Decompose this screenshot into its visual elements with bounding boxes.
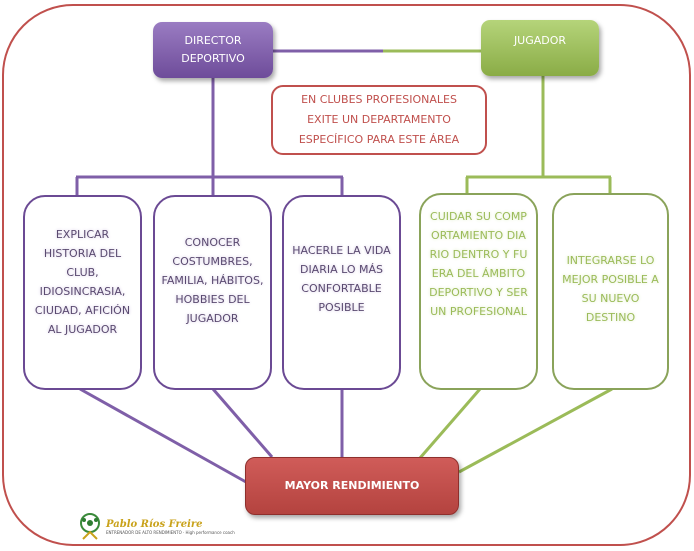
soccer-ball-logo-icon bbox=[80, 513, 100, 540]
outer-frame bbox=[2, 4, 691, 546]
jugador-task-1: CUIDAR SU COMPORTAMIENTO DIARIO DENTRO Y… bbox=[419, 193, 538, 390]
director-task-3: HACERLE LA VIDA DIARIA LO MÁS CONFORTABL… bbox=[282, 195, 401, 390]
author-logo: Pablo Ríos Freire ENTRENADOR DE ALTO REN… bbox=[78, 512, 235, 542]
director-tree bbox=[75, 78, 344, 484]
note-box: EN CLUBES PROFESIONALES EXITE UN DEPARTA… bbox=[271, 85, 487, 155]
note-text: EN CLUBES PROFESIONALES EXITE UN DEPARTA… bbox=[298, 93, 460, 146]
logo-subtitle: ENTRENADOR DE ALTO RENDIMIENTO · High pe… bbox=[106, 530, 235, 535]
jugador-label: JUGADOR bbox=[513, 34, 567, 47]
jugador-task-2: INTEGRARSE LO MEJOR POSIBLE A SU NUEVO D… bbox=[552, 193, 669, 390]
task-text: CONOCER COSTUMBRES, FAMILIA, HÁBITOS, HO… bbox=[161, 236, 264, 325]
director-task-1: EXPLICAR HISTORIA DEL CLUB, IDIOSINCRASI… bbox=[23, 195, 142, 390]
jugador-tree bbox=[418, 76, 613, 474]
task-text: INTEGRARSE LO MEJOR POSIBLE A SU NUEVO D… bbox=[562, 254, 659, 324]
task-text: CUIDAR SU COMPORTAMIENTO DIARIO DENTRO Y… bbox=[429, 210, 528, 318]
jugador-node: JUGADOR bbox=[481, 20, 599, 76]
director-node: DIRECTOR DEPORTIVO bbox=[153, 22, 273, 78]
director-label: DIRECTOR DEPORTIVO bbox=[181, 34, 245, 65]
result-node: MAYOR RENDIMIENTO bbox=[245, 457, 459, 515]
result-label: MAYOR RENDIMIENTO bbox=[284, 479, 420, 492]
logo-name: Pablo Ríos Freire bbox=[106, 519, 203, 530]
director-task-2: CONOCER COSTUMBRES, FAMILIA, HÁBITOS, HO… bbox=[153, 195, 272, 390]
task-text: EXPLICAR HISTORIA DEL CLUB, IDIOSINCRASI… bbox=[34, 228, 131, 336]
task-text: HACERLE LA VIDA DIARIA LO MÁS CONFORTABL… bbox=[292, 244, 391, 314]
